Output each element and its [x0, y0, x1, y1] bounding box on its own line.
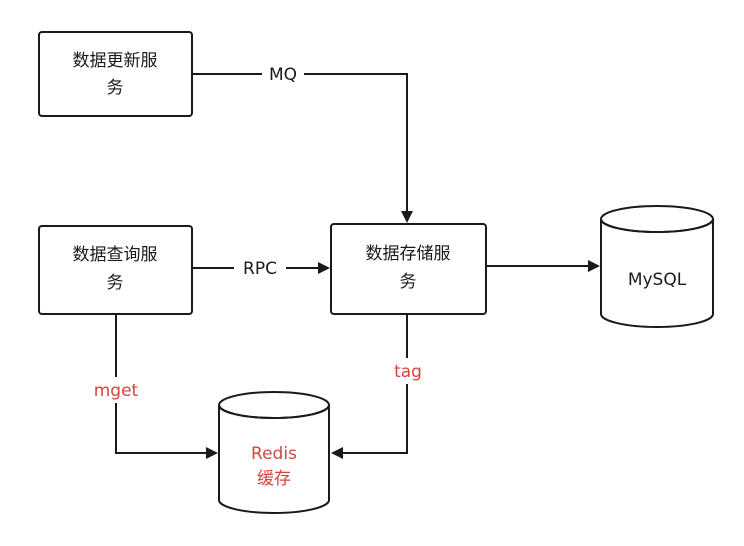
- edge-rpc-label-bg: [234, 256, 286, 280]
- edge-mq-label: MQ: [269, 65, 297, 85]
- node-query-service[interactable]: 数据查询服 务: [38, 225, 193, 315]
- edge-mq-label-bg: [262, 62, 304, 86]
- node-mysql-label: MySQL: [628, 270, 687, 290]
- node-query-service-line1: 数据查询服: [73, 245, 158, 265]
- edge-tag-label-bg: [390, 358, 426, 384]
- edge-mget-label: mget: [94, 381, 139, 401]
- node-update-service-line2: 务: [107, 78, 124, 98]
- edge-mget-label-bg: [90, 377, 142, 403]
- node-redis-line1: Redis: [251, 444, 297, 464]
- node-redis-cache[interactable]: Redis 缓存: [218, 391, 330, 514]
- edge-mq-line: [192, 73, 413, 223]
- node-redis-line2: 缓存: [257, 469, 291, 489]
- node-storage-service[interactable]: 数据存储服 务: [330, 223, 487, 315]
- node-mysql-database[interactable]: MySQL: [600, 205, 714, 328]
- edge-rpc-label: RPC: [243, 259, 277, 279]
- node-storage-service-line2: 务: [400, 272, 417, 292]
- node-update-service[interactable]: 数据更新服 务: [38, 31, 193, 117]
- edge-mget-line: [115, 314, 218, 459]
- edge-tag-label: tag: [394, 362, 422, 382]
- node-update-service-line1: 数据更新服: [73, 51, 158, 71]
- node-query-service-line2: 务: [107, 273, 124, 293]
- node-storage-service-line1: 数据存储服: [366, 244, 451, 264]
